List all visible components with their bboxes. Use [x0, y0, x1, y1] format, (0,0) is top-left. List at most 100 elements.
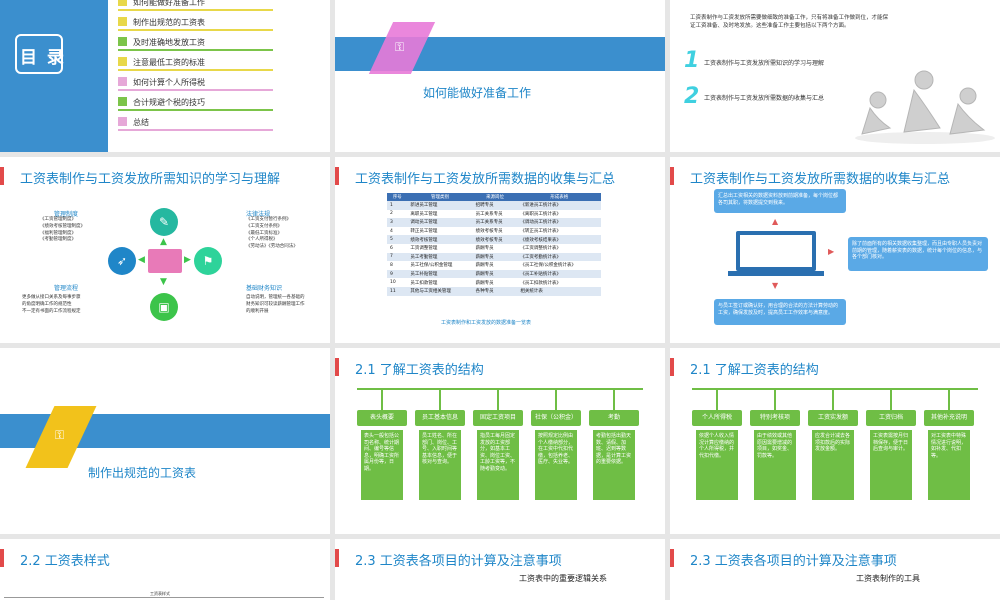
slide-structure-2[interactable]: 2.1 了解工资表的结构 个人所得税依据个人收入情况计算应缴纳的个人所得税，并代…	[670, 348, 1000, 534]
slide-section-2[interactable]: ⚿ 制作出规范的工资表	[0, 348, 330, 534]
toc-item-label: 及时准确地发放工资	[133, 38, 205, 47]
laptop-icon	[736, 231, 816, 271]
book-icon	[148, 249, 182, 273]
bookmark-icon	[118, 77, 127, 86]
slide-title: 2.2 工资表样式	[20, 554, 110, 569]
bookmark-icon	[118, 97, 127, 106]
arrow-right-icon: ▶	[828, 247, 835, 256]
br-lines: 自动说明，管理统一各基础的财务知识可较读薪酬管理工作的顺利开展	[246, 295, 305, 315]
table-cell: 薪酬专员	[475, 263, 494, 269]
arrow-up-icon: ▲	[772, 217, 779, 226]
tl-heading: 管理制度	[54, 211, 79, 218]
table-cell: 11	[390, 288, 396, 294]
table-cell: 薪酬专员	[475, 272, 494, 278]
key-icon: ⚿	[395, 40, 405, 54]
tr-heading: 法律法规	[246, 211, 271, 218]
bookmark-icon	[118, 57, 127, 66]
connector-drop	[381, 388, 383, 410]
flag-icon: ⚑	[194, 247, 222, 275]
toc-item-label: 合计规避个税的技巧	[133, 98, 205, 107]
slide-data-flow[interactable]: 工资表制作与工资发放所需数据的收集与汇总 汇总出工资相关的数据资料放到前期准备，…	[670, 157, 1000, 343]
text-line: 《工资支付条例》	[246, 223, 282, 229]
toc-item[interactable]: 制作出规范的工资表	[118, 17, 273, 31]
toc-title-badge	[15, 34, 63, 74]
table-cell: 10	[390, 280, 396, 286]
column-body: 依据个人收入情况计算应缴纳的个人所得税，并代扣代缴。	[696, 430, 738, 500]
column-heading: 表头概要	[357, 410, 407, 426]
column-heading: 个人所得税	[692, 410, 742, 426]
connector-drop	[948, 388, 950, 410]
slide-calc-2[interactable]: 2.3 工资表各项目的计算及注意事项 工资表制作的工具	[670, 539, 1000, 600]
table-cell: 薪酬专员	[475, 280, 494, 286]
slide-subtitle: 工资表制作的工具	[856, 574, 920, 583]
table-header: 来源岗位	[472, 193, 518, 201]
table-cell: 新进员工管理	[410, 203, 438, 209]
toc-item-label: 如何计算个人所得税	[133, 78, 205, 87]
bookmark-icon	[118, 0, 127, 6]
toc-item[interactable]: 及时准确地发放工资	[118, 37, 273, 51]
laptop-base	[728, 271, 824, 276]
connector-drop	[439, 388, 441, 410]
column-heading: 社保（公积金）	[531, 410, 581, 426]
table-cell: 离职员工管理	[410, 211, 438, 217]
slide-style[interactable]: 2.2 工资表样式 工资表样式	[0, 539, 330, 600]
text-line: 《最低工资标准》	[246, 230, 282, 236]
toc-item[interactable]: 合计规避个税的技巧	[118, 97, 273, 111]
text-line: 的角度明确工作的规范性	[22, 301, 72, 307]
arrow-down-icon: ▼	[772, 281, 779, 290]
table-cell: 《调动员工统计表》	[520, 220, 561, 226]
number-2: 2	[684, 84, 700, 109]
slide-title: 工资表制作与工资发放所需知识的学习与理解	[20, 172, 281, 187]
text-line: 自动说明，管理统一各基础的	[246, 295, 305, 300]
sample-sheet-line	[4, 597, 324, 598]
toc-item[interactable]: 注意最低工资的标准	[118, 57, 273, 71]
title-accent	[335, 358, 339, 376]
slide-title: 2.3 工资表各项目的计算及注意事项	[690, 554, 897, 569]
column-body: 按照规定比例由个人缴纳部分，在工资中代扣代缴，包括养老、医疗、失业等。	[535, 430, 577, 500]
slide-section-1[interactable]: ⚿ 如何能做好准备工作	[335, 0, 665, 152]
toc-item[interactable]: 如何能做好准备工作	[118, 0, 273, 11]
table-cell: 《员工扣款统计表》	[520, 280, 561, 286]
br-heading: 基础财务知识	[246, 285, 283, 292]
column-heading: 其他补充说明	[924, 410, 974, 426]
connector-drop	[832, 388, 834, 410]
section-title: 如何能做好准备工作	[423, 86, 532, 100]
table-cell: 员工补贴管理	[410, 272, 438, 278]
bookmark-icon	[118, 37, 127, 46]
text-line: 《绩效考核管理制度》	[40, 223, 85, 229]
toc-item-label: 注意最低工资的标准	[133, 58, 205, 67]
table-cell: 员工关系专员	[475, 220, 503, 226]
arrow-left-icon: ◀	[138, 255, 145, 265]
column-body: 指员工每月固定发放的工资部分，如基本工资、岗位工资、工龄工资等，不随考勤变动。	[477, 430, 519, 500]
slide-knowledge[interactable]: 工资表制作与工资发放所需知识的学习与理解 ✎ ➶ ⚑ ▣ ▲ ▼ ◀ ▶ 管理制…	[0, 157, 330, 343]
table-cell: 7	[390, 254, 393, 260]
table-cell: 4	[390, 228, 393, 234]
bl-heading: 管理流程	[54, 285, 79, 292]
key-icon: ⚿	[55, 428, 65, 442]
column-body: 表头一般包括公司名称、统计期间、编号等信息，明确工资所属月份等，日期。	[361, 430, 403, 500]
toc-item[interactable]: 如何计算个人所得税	[118, 77, 273, 91]
toc-title: 目 录	[20, 48, 66, 68]
table-cell: 相关统计表	[520, 289, 543, 295]
column-heading: 员工基本信息	[415, 410, 465, 426]
table-cell: 工资调整管理	[410, 246, 438, 252]
item-1-text: 工资表制作与工资发放所需知识的学习与理解	[704, 60, 825, 67]
slide-intro[interactable]: 工资表制作与工资发放所需要做细致的准备工作，只有将准备工作做到位，才能保证工资准…	[670, 0, 1000, 152]
slide-toc[interactable]: 目 录 如何能做好准备工作制作出规范的工资表及时准确地发放工资注意最低工资的标准…	[0, 0, 330, 152]
column-body: 考勤包括出勤天数、请假、加班、迟到等数据，是计算工资的重要依据。	[593, 430, 635, 500]
title-accent	[670, 167, 674, 185]
slide-structure-1[interactable]: 2.1 了解工资表的结构 表头概要表头一般包括公司名称、统计期间、编号等信息，明…	[335, 348, 665, 534]
toc-item[interactable]: 总结	[118, 117, 273, 131]
connector-line	[692, 388, 978, 390]
bl-lines: 更多做从接口关系及每事步骤的角度明确工作的规范性不一定有书面的工作流程规定	[22, 295, 81, 315]
slide-title: 2.1 了解工资表的结构	[690, 363, 819, 378]
slide-calc-1[interactable]: 2.3 工资表各项目的计算及注意事项 工资表中的重要逻辑关系	[335, 539, 665, 600]
item-2-text: 工资表制作与工资发放所需数据的收集与汇总	[704, 95, 825, 102]
slide-title: 工资表制作与工资发放所需数据的收集与汇总	[690, 172, 951, 187]
